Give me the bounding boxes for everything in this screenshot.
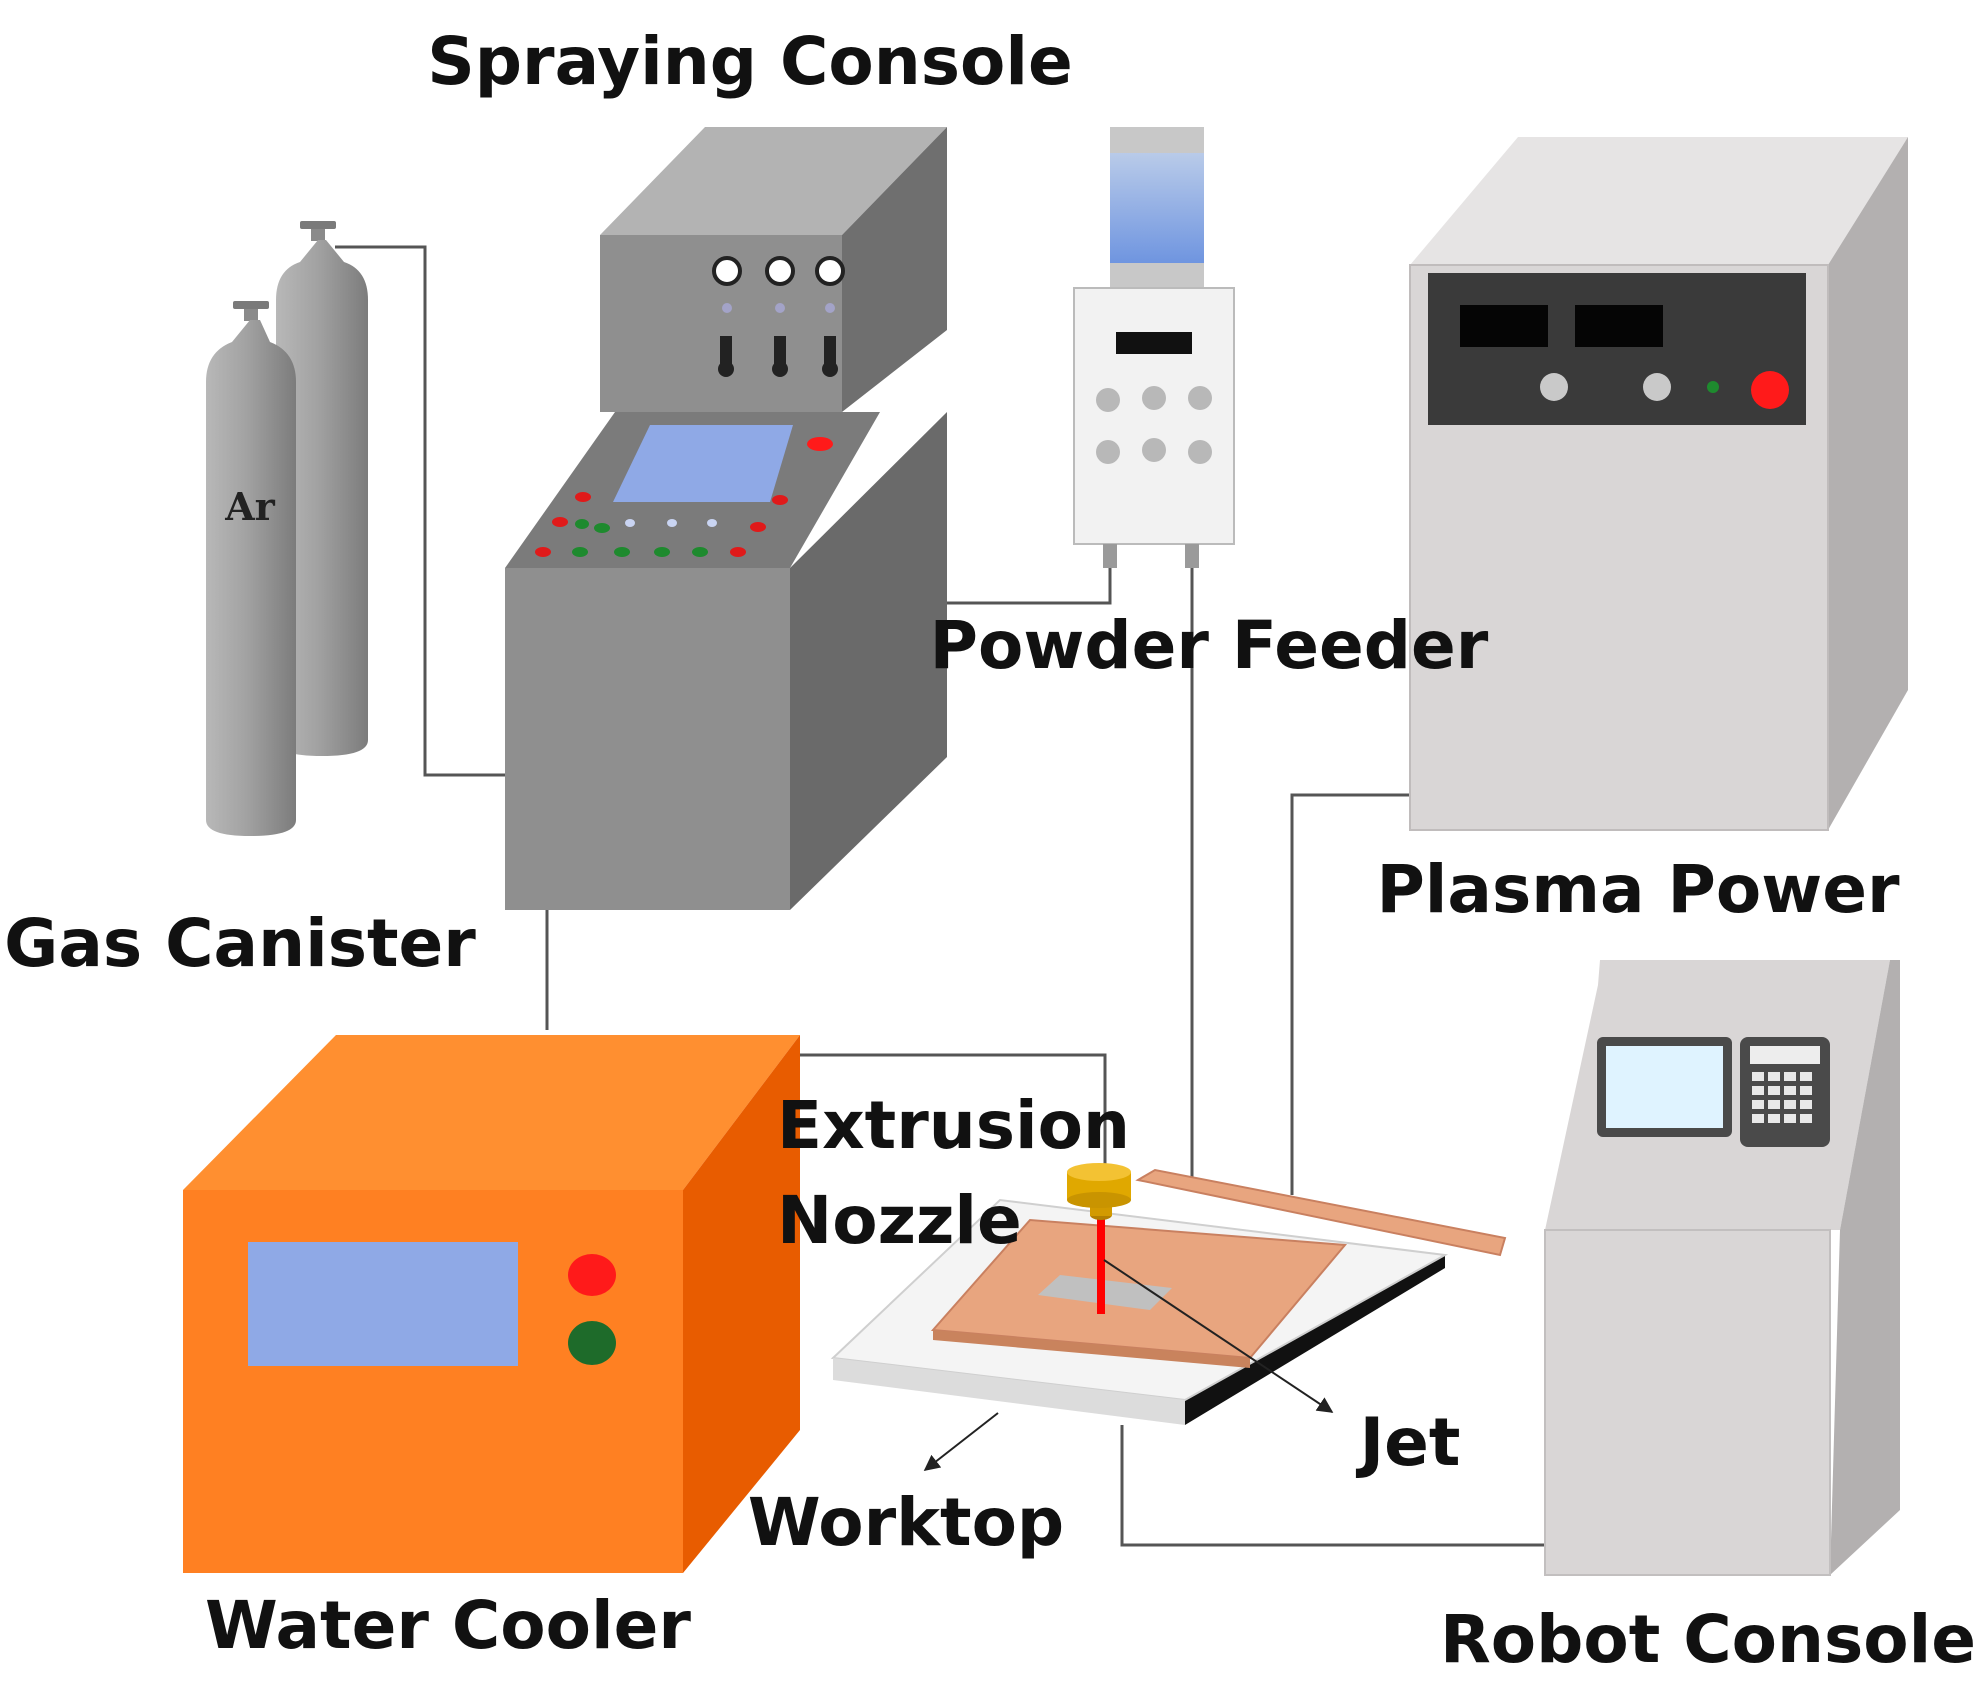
plasma-display-left [1460,305,1548,347]
console-lower-side [790,412,947,910]
plasma-display-right [1575,305,1663,347]
jet-beam [1097,1218,1105,1314]
feeder-hopper-base [1110,263,1204,288]
worktop-edge-black [1185,1255,1445,1425]
thermometer-icon [720,336,732,366]
feeder-hopper-cap [1110,127,1204,153]
label-worktop: Worktop [748,1484,1064,1561]
console-lower-front [505,568,790,910]
powder-feeder [1073,127,1235,568]
gas-canister: Ar [206,221,368,836]
console-upper-top [600,127,947,235]
label-extrusion-nozzle-line2: Nozzle [777,1182,1022,1259]
feeder-hopper [1110,153,1204,263]
label-plasma-power: Plasma Power [1376,851,1900,928]
thermometer-icon [824,336,836,366]
plasma-power-button [1751,371,1789,409]
worktop-assembly [830,1163,1507,1425]
gauge-icon [815,256,845,286]
robot-console [1544,960,1900,1576]
spraying-console [505,127,947,910]
plasma-knob [1643,373,1671,401]
line-plasma-to-nozzle [1290,793,1410,1195]
console-screen [613,425,793,502]
thermometer-icon [774,336,786,366]
plasma-power [1409,137,1908,831]
label-water-cooler: Water Cooler [205,1587,691,1664]
label-spraying-console: Spraying Console [427,23,1072,100]
cooler-indicator-green [568,1321,616,1365]
line-cooler-to-nozzle [800,1053,1107,1165]
gauge-icon [712,256,742,286]
gauge-icon [765,256,795,286]
plasma-side [1828,137,1908,830]
feeder-body [1073,287,1235,545]
torch-arm [1135,1168,1507,1257]
line-canister-to-console [335,245,505,777]
label-gas-canister: Gas Canister [4,905,476,982]
panel-buttons [535,437,833,557]
cooler-top [183,1035,800,1190]
plasma-indicator-green [1707,381,1719,393]
line-worktop-to-robot [1120,1425,1545,1547]
cooler-screen [248,1242,518,1366]
extrusion-nozzle [1067,1163,1131,1220]
labels: Spraying Console Powder Feeder Plasma Po… [4,23,1976,1678]
connection-lines [335,245,1545,1547]
plasma-knob [1540,373,1568,401]
robot-monitor-screen [1606,1046,1723,1128]
plasma-control-panel [1428,273,1806,425]
pointer-arrows [923,1259,1334,1471]
water-cooler [183,1035,800,1573]
cooler-indicator-red [568,1254,616,1296]
copper-plate-edge [933,1330,1250,1368]
feeder-display [1116,332,1192,354]
gauge-group [712,256,845,377]
worktop-front-edge [833,1358,1185,1425]
cooler-side [683,1035,800,1573]
canister-back [276,221,368,756]
label-jet: Jet [1356,1404,1461,1481]
keypad-keys [1752,1072,1812,1123]
robot-lower-front [1544,1229,1831,1576]
robot-side [1830,960,1900,1575]
canister-front: Ar [206,301,296,836]
line-console-to-feeder [947,565,1112,605]
plasma-top [1410,137,1908,265]
label-powder-feeder: Powder Feeder [930,607,1489,684]
worktop-arrow [923,1412,999,1471]
canister-marking: Ar [224,484,275,529]
feeder-buttons [1096,386,1212,464]
console-upper-side [842,127,947,412]
label-robot-console: Robot Console [1440,1601,1976,1678]
jet-arrow [1103,1259,1334,1413]
label-extrusion-nozzle-line1: Extrusion [777,1087,1130,1164]
